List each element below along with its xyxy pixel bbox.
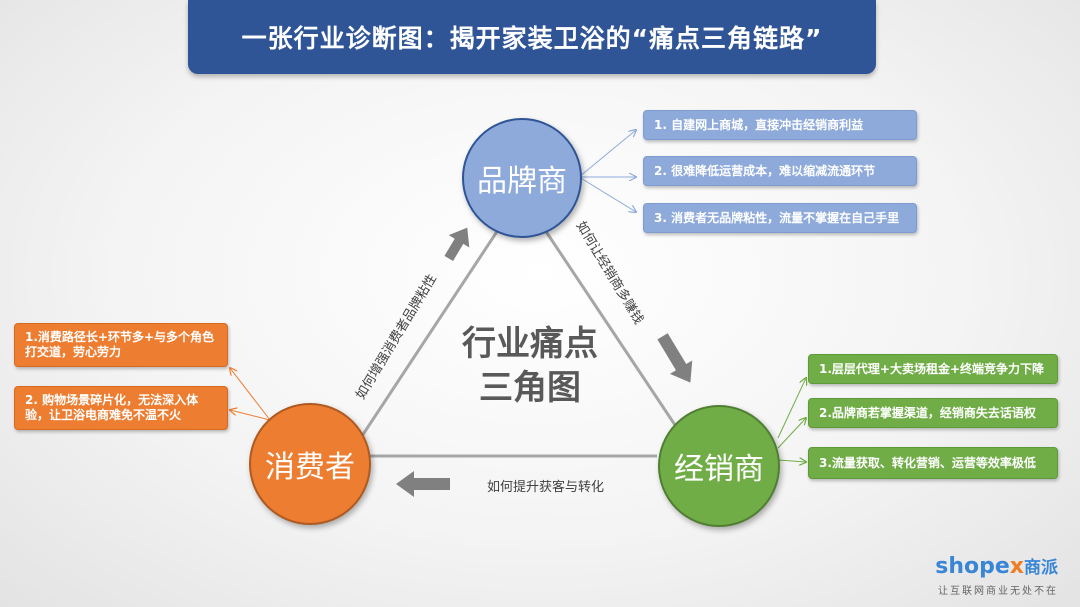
brand-point-3: 3. 消费者无品牌粘性，流量不掌握在自己手里 bbox=[643, 203, 917, 233]
node-dealer-label: 经销商 bbox=[674, 452, 764, 487]
node-consumer-label: 消费者 bbox=[265, 450, 355, 485]
page-title: 一张行业诊断图：揭开家装卫浴的“痛点三角链路” bbox=[241, 24, 823, 53]
edge-label-dealer-to-consumer: 如何提升获客与转化 bbox=[487, 480, 605, 495]
shopex-logo: shopex商派 让互联网商业无处不在 bbox=[935, 554, 1058, 598]
dealer-point-2: 2.品牌商若掌握渠道，经销商失去话语权 bbox=[808, 398, 1058, 428]
center-title-line2: 三角图 bbox=[479, 368, 581, 408]
arrow-toward-brand bbox=[444, 227, 470, 262]
dealer-point-1: 1.层层代理+大卖场租金+终端竞争力下降 bbox=[808, 354, 1058, 384]
center-title: 行业痛点 三角图 bbox=[440, 322, 620, 410]
arrow-toward-dealer bbox=[657, 333, 693, 383]
dealer-point-3: 3.流量获取、转化营销、运营等效率极低 bbox=[808, 447, 1058, 479]
title-banner: 一张行业诊断图：揭开家装卫浴的“痛点三角链路” bbox=[188, 0, 876, 74]
arrow-toward-consumer bbox=[396, 471, 450, 497]
consumer-point-2: 2. 购物场景碎片化，无法深入体验，让卫浴电商难免不温不火 bbox=[14, 386, 228, 430]
node-dealer: 经销商 bbox=[658, 405, 780, 527]
logo-tagline: 让互联网商业无处不在 bbox=[938, 586, 1058, 597]
brand-point-1: 1. 自建网上商城，直接冲击经销商利益 bbox=[643, 110, 917, 140]
brand-point-2: 2. 很难降低运营成本，难以缩减流通环节 bbox=[643, 156, 917, 186]
center-title-line1: 行业痛点 bbox=[462, 324, 598, 364]
node-brand-label: 品牌商 bbox=[477, 164, 567, 199]
node-consumer: 消费者 bbox=[249, 403, 371, 525]
edge-brand-dealer bbox=[543, 229, 677, 426]
edge-brand-consumer bbox=[360, 229, 500, 437]
consumer-point-1: 1.消费路径长+环节多+与多个角色打交道，劳心劳力 bbox=[14, 323, 228, 367]
node-brand: 品牌商 bbox=[462, 118, 582, 238]
logo-wordmark: shopex商派 bbox=[935, 554, 1058, 579]
